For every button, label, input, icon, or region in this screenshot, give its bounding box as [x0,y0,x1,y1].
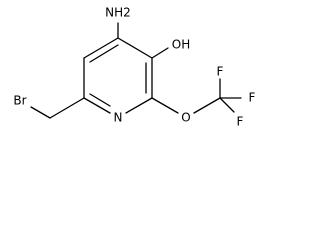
fluorine-top-label: F [217,65,224,79]
pyridine-ring [83,37,153,114]
substituent-bonds [30,22,242,119]
bond-n1-c6 [83,97,111,114]
bond-c2-o [151,97,179,114]
ether-oxygen-label: O [181,111,190,125]
bromine-label: Br [13,94,26,108]
bond-c5-c4-double [89,44,119,63]
fluorine-right-label: F [249,91,256,105]
bond-c3-oh [151,47,169,59]
fluorine-bottom-label: F [237,115,244,129]
chemical-structure-diagram: NH2 OH N O Br F F F [13,6,255,129]
atom-labels: NH2 OH N O Br F F F [13,6,255,129]
bond-c6-ch2 [49,97,85,119]
hydroxyl-label: OH [172,38,190,52]
bond-ch2-br [30,106,51,119]
bond-c4-c3 [117,37,153,59]
bond-n1-c6-double [89,93,111,107]
amine-label: NH2 [105,6,131,20]
bond-cf3-f-bottom [219,97,235,113]
bond-o-cf3 [193,97,221,114]
bond-c2-n1 [125,97,153,114]
bond-c5-c4 [83,37,119,59]
ring-nitrogen-label: N [114,111,123,125]
